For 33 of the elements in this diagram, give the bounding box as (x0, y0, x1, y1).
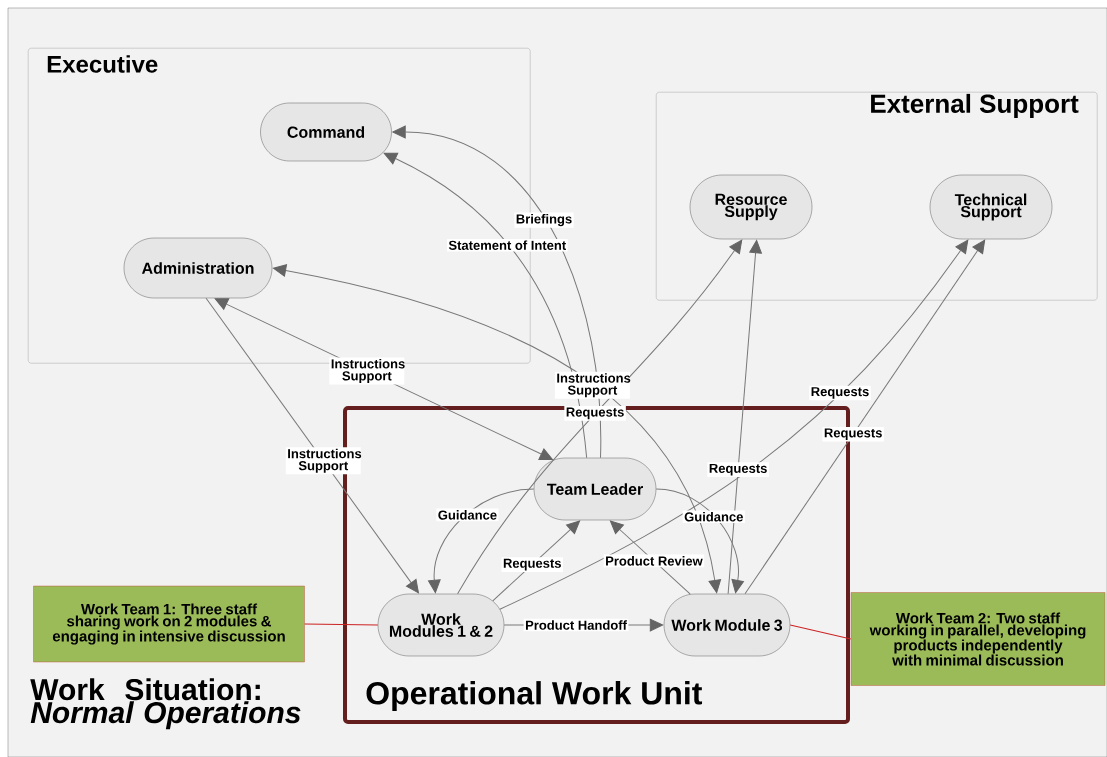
arrow (655, 488, 744, 594)
arrow (205, 297, 419, 594)
note-box: Work Team 1: Three staff sharing work on 2 modules & engaging in intensive discussion (33, 585, 305, 663)
edge-label: Requests (707, 462, 769, 477)
arrow (214, 298, 553, 460)
rounded-box: Work Modules 1 & 2 (377, 593, 505, 657)
edge-label: Requests (501, 557, 563, 572)
rounded-box: Administration (123, 237, 273, 299)
rounded-box: Team Leader (533, 457, 657, 521)
arrow (727, 239, 762, 595)
edge-label: Requests (564, 406, 626, 421)
arrow (457, 239, 743, 595)
rounded-box: Resource Supply (689, 174, 813, 240)
rounded-box: Technical Support (929, 174, 1053, 240)
edge-label: Instructions Support (285, 447, 362, 475)
arrow (428, 488, 535, 594)
edge-label: Instructions Support (329, 357, 405, 385)
title: Work Situation: Normal Operations (30, 678, 301, 730)
arrow (272, 264, 722, 594)
arrow (609, 520, 691, 595)
edge-label: Guidance (682, 510, 745, 523)
arrow (383, 152, 588, 459)
rounded-box: Work Module 3 (663, 593, 791, 657)
edge-label: Instructions Support (554, 371, 631, 399)
edge-label: Briefings (514, 212, 574, 228)
leader-line (304, 623, 379, 626)
arrow (744, 239, 986, 595)
rounded-box: Command (260, 102, 392, 162)
arrow (392, 125, 601, 459)
leader-line (789, 624, 852, 640)
note-box: Work Team 2: Two staff working in parallel, developing products independently with minimal discussion (850, 592, 1106, 686)
arrow (499, 239, 969, 610)
arrow (492, 520, 581, 602)
